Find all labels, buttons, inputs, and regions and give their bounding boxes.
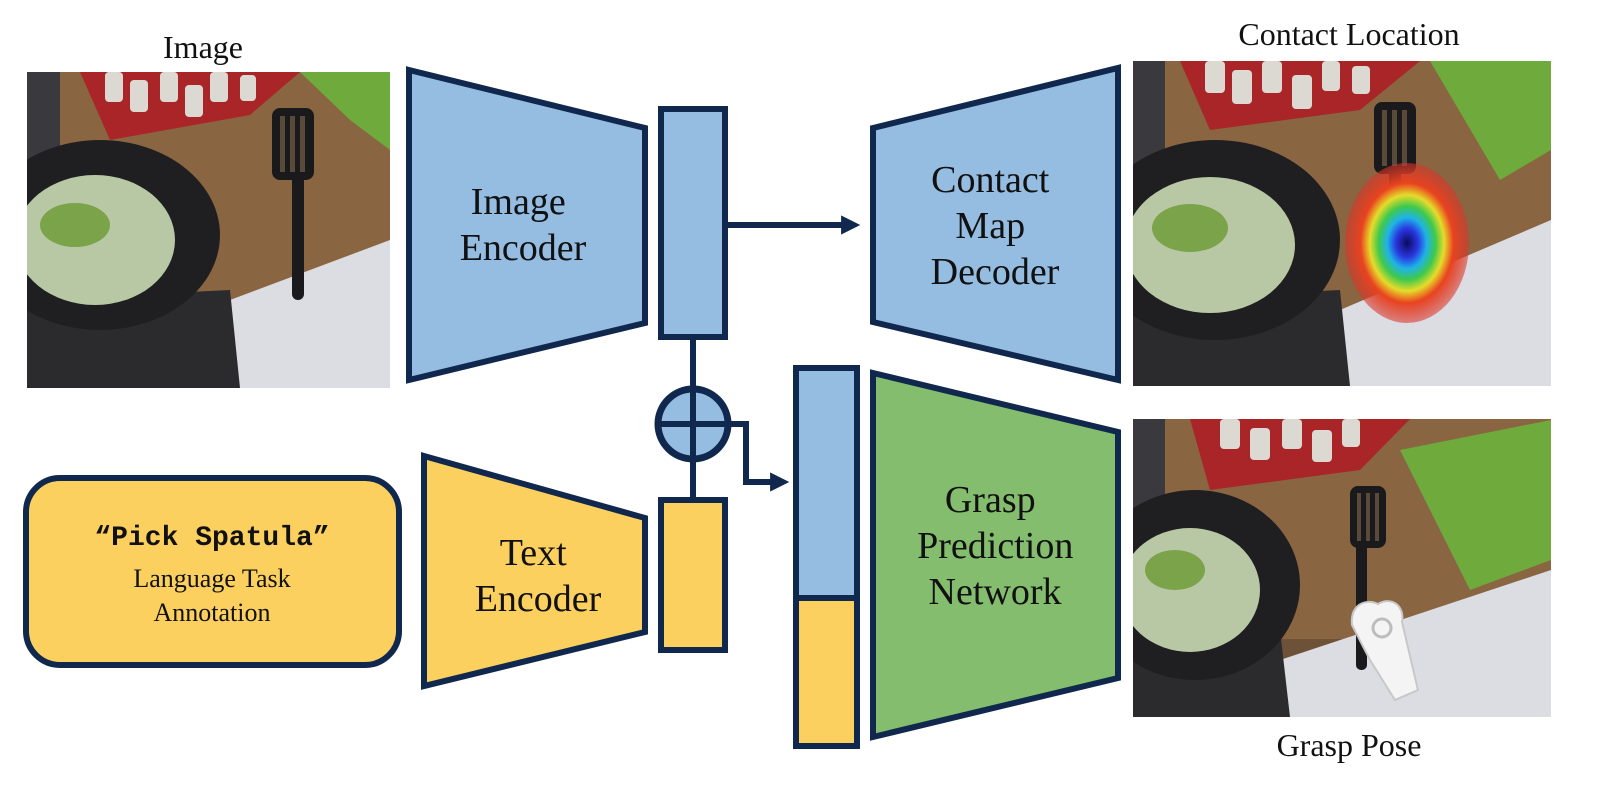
- task-quote: “Pick Spatula”: [94, 523, 329, 554]
- circle-plus-icon: [654, 385, 732, 463]
- image-encoder-label-line1: Image: [471, 181, 566, 223]
- image-encoder-label-line2: Encoder: [460, 227, 587, 269]
- grasp-hand-icon: [1350, 600, 1420, 702]
- input-kitchen-image: [27, 72, 390, 388]
- grasp-prediction-network-block: Grasp Prediction Network: [870, 369, 1121, 741]
- grasp-pose-label: Grasp Pose: [1277, 727, 1422, 763]
- grasp-network-label-line3: Network: [929, 571, 1062, 613]
- contact-location-label: Contact Location: [1238, 16, 1459, 52]
- contact-location-image: [1133, 61, 1551, 386]
- image-label: Image: [163, 29, 243, 65]
- text-encoder-label-line1: Text: [500, 532, 567, 574]
- decoder-label-line3: Decoder: [931, 251, 1060, 293]
- svg-text:Text Encoder: Text Encoder: [475, 532, 602, 620]
- grasp-network-label-line1: Grasp: [945, 479, 1036, 521]
- text-encoder-block: Text Encoder: [421, 452, 648, 690]
- decoder-label-line2: Map: [955, 205, 1025, 247]
- svg-text:Image Encoder: Image Encoder: [460, 181, 587, 269]
- arrow-to-grasp-features: [728, 421, 790, 492]
- image-encoder-block: Image Encoder: [406, 66, 648, 384]
- grasp-pose-image: [1133, 419, 1551, 717]
- svg-text:Contact Map Decode: Contact Map Decoder: [931, 159, 1060, 293]
- text-embedding-bar: [658, 497, 728, 653]
- image-embedding-bar: [658, 106, 728, 340]
- grasp-network-label-line2: Prediction: [917, 525, 1073, 567]
- contact-map-decoder-block: Contact Map Decoder: [870, 64, 1121, 384]
- text-encoder-label-line2: Encoder: [475, 578, 602, 620]
- contact-heatmap: [1345, 163, 1469, 323]
- language-task-box: “Pick Spatula” Language Task Annotation: [23, 475, 402, 668]
- task-annotation-line2: Annotation: [154, 598, 271, 627]
- concatenated-feature-bar: [793, 365, 860, 749]
- svg-text:Grasp Prediction N: Grasp Prediction Network: [917, 479, 1083, 613]
- task-annotation-line1: Language Task: [133, 564, 290, 593]
- decoder-label-line1: Contact: [931, 159, 1050, 201]
